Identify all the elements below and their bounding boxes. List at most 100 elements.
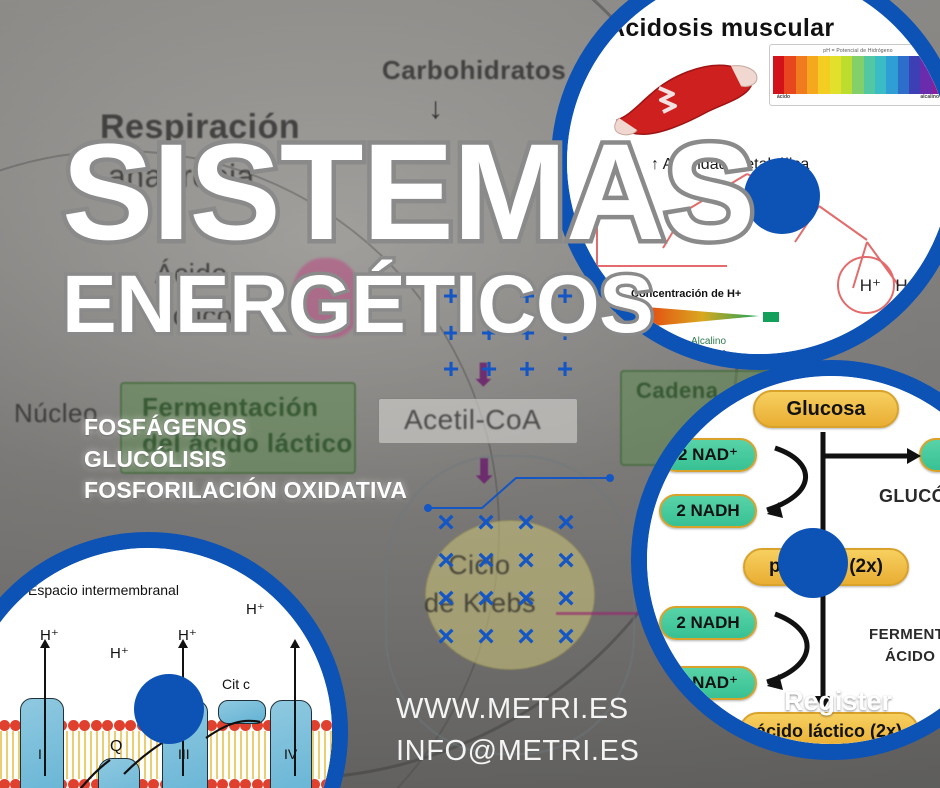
bg-arrow-glycolysis: ⬇ [470, 357, 497, 393]
topic-item-fosfagenos: FOSFÁGENOS [84, 414, 248, 440]
label-fermentacion-1: FERMENTACIÓN [869, 626, 940, 643]
bg-label-fermentacion-2: del ácido láctico [142, 428, 353, 458]
label-fermentacion-2: ÁCIDO LÁCTICO [885, 648, 940, 665]
contact-block: WWW.METRI.ES INFO@METRI.ES [396, 688, 639, 772]
fosforilacion-branch-label: Fosforilación oxidativa [835, 348, 940, 354]
proton-arrow-1 [40, 639, 50, 776]
hco3-ion-label: HCO₃⁻ [895, 276, 940, 295]
cross-mark: × [517, 544, 535, 577]
complex-I [20, 698, 64, 788]
plus-mark: + [442, 353, 460, 385]
cross-mark: × [517, 506, 535, 539]
bubble-cadena-transportadora: Espacio intermembranal I III IV Cit c Q … [0, 532, 348, 788]
accent-dot-2 [778, 528, 848, 598]
h-concentration-gradient [633, 306, 779, 328]
acidosis-title: Acidosis muscular [607, 14, 835, 42]
coenzyme-q-label: Q [110, 738, 123, 755]
plus-mark: + [480, 316, 498, 348]
plus-mark: + [480, 353, 498, 385]
proton-label-3: H⁺ [110, 645, 129, 662]
proton-label-1: H⁺ [0, 644, 1, 662]
plus-mark: + [518, 316, 536, 348]
blue-connector-lines [424, 474, 614, 512]
bg-label-nucleo: Núcleo [14, 398, 98, 428]
ph-scale-card: pH = Potencial de Hidrógeno ácido alcali… [769, 44, 940, 106]
cross-mark-grid: × × × × × × × × × × × × × × × × [426, 508, 586, 660]
bg-label-acetil-coa: Acetil-CoA [404, 404, 542, 435]
cross-mark: × [477, 582, 495, 615]
node-acido-lactico: ácido láctico (2x) [739, 712, 919, 744]
complex-I-label: I [38, 746, 42, 762]
bg-label-fermentacion-1: Fermentación [142, 392, 319, 422]
node-nad-plus-top: 2 NAD⁺ [659, 438, 757, 472]
contact-website[interactable]: WWW.METRI.ES [396, 693, 629, 725]
bubble-glucolisis: Glucosa 2 NAD⁺ 2 NADH 2 ATP GLUCÓLISIS p… [631, 360, 940, 760]
accent-dot-1 [744, 158, 820, 234]
cross-mark: × [477, 506, 495, 539]
cross-mark: × [437, 620, 455, 653]
plus-mark: + [442, 316, 460, 348]
node-glucosa: Glucosa [753, 390, 899, 428]
topic-item-fosforilacion: FOSFORILACIÓN OXIDATIVA [84, 477, 408, 504]
proton-arrow-3 [290, 639, 300, 776]
node-nadh-top: 2 NADH [659, 494, 757, 528]
acetil-coa-box [378, 398, 578, 444]
label-glucolisis: GLUCÓLISIS [879, 486, 940, 506]
cit-c-protein [218, 700, 266, 724]
concentracion-h-label: Concentración de H+ [631, 288, 742, 300]
topic-item-glucolisis: GLUCÓLISIS [84, 445, 227, 472]
ph-scale-caption: pH = Potencial de Hidrógeno [823, 48, 893, 54]
h-ion-label: H⁺ [859, 276, 881, 295]
bg-label-anaerobia: anaerobia [108, 158, 255, 194]
cross-mark: × [557, 582, 575, 615]
plus-mark: + [518, 280, 536, 311]
bubble-glucolisis-content: Glucosa 2 NAD⁺ 2 NADH 2 ATP GLUCÓLISIS p… [647, 376, 940, 744]
cross-mark: × [437, 506, 455, 539]
h-ion-ring [837, 256, 895, 314]
proton-label-5: H⁺ [246, 601, 265, 618]
ph-alkaline-label: alcalino [920, 94, 939, 100]
magenta-connector [556, 612, 676, 615]
electron-flow-arrows [79, 719, 261, 788]
glucolisis-branch-label: Glucólisis anaerobia [599, 348, 734, 354]
bg-label-respiracion: Respiración [100, 108, 301, 146]
espacio-intermembranal-label: Espacio intermembranal [28, 582, 179, 598]
complex-IV-label: IV [284, 746, 298, 762]
topic-list: FOSFÁGENOS GLUCÓLISIS FOSFORILACIÓN OXID… [84, 412, 407, 507]
bg-label-acido: Ácido [155, 258, 228, 289]
plus-mark: + [480, 280, 498, 311]
bg-label-ciclo-1: Ciclo [448, 550, 511, 580]
plus-mark: + [556, 353, 574, 385]
fermentation-box [120, 382, 356, 474]
register-watermark[interactable]: Register [784, 686, 893, 716]
cross-mark: × [557, 620, 575, 653]
muscle-illustration [614, 64, 758, 136]
node-nadh-bottom: 2 NADH [659, 606, 757, 640]
glucolisis-arrows [766, 432, 921, 710]
contact-email[interactable]: INFO@METRI.ES [396, 735, 640, 768]
cross-mark: × [437, 582, 455, 615]
bg-arrow-acetil: ⬇ [470, 453, 499, 491]
cross-mark: × [517, 582, 535, 615]
complex-IV [270, 700, 312, 788]
bg-arrow-down-carbs: ↓ [428, 92, 443, 125]
cit-c-label: Cit c [222, 676, 250, 692]
node-nad-plus-bottom: 2 NAD⁺ [659, 666, 757, 700]
bg-label-lactico: láctico [150, 300, 233, 331]
accent-dot-3 [134, 674, 204, 744]
cross-mark: × [437, 544, 455, 577]
plus-mark-grid: + + + + + + + + + + + + [432, 282, 584, 392]
krebs-cycle-blob [425, 520, 595, 670]
plus-mark: + [442, 280, 460, 311]
cross-mark: × [557, 544, 575, 577]
cross-mark: × [477, 544, 495, 577]
mitochondrion-shape [385, 455, 635, 755]
ph-scale-bars [773, 56, 940, 94]
alcalino-label: Alcalino [691, 336, 727, 347]
node-atp: 2 ATP [919, 438, 940, 472]
cross-mark: × [517, 620, 535, 653]
bg-label-ciclo-2: de Krebs [424, 588, 537, 618]
bg-label-carbohidratos: Carbohidratos [382, 55, 567, 85]
plus-mark: + [518, 353, 536, 385]
